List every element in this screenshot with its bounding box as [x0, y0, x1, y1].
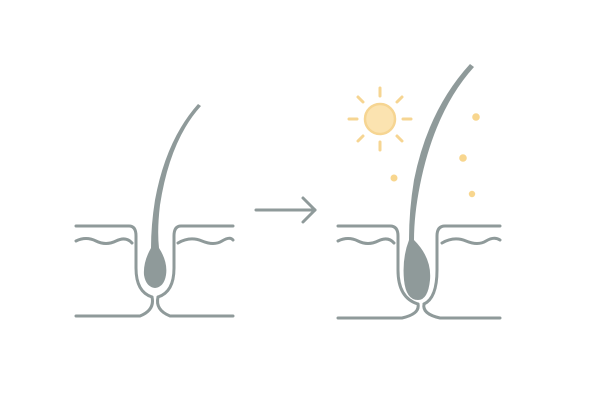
skin-surface-right: [422, 224, 502, 306]
after-hair-shaft: [403, 64, 474, 300]
sparkle-dot: [390, 174, 398, 182]
after-follicle: [336, 224, 502, 320]
before-hair-shaft: [143, 104, 201, 288]
follicle-base-left: [336, 302, 420, 320]
follicle-base-right: [422, 302, 502, 320]
wavy-layer-right: [176, 236, 235, 245]
wavy-layer-left: [74, 237, 134, 245]
follicle-base-right: [156, 295, 235, 318]
sun-icon: [347, 86, 413, 152]
follicle-base-left: [74, 295, 154, 318]
sparkle-dots: [390, 113, 480, 198]
skin-surface-right: [156, 224, 235, 299]
sparkle-dot: [459, 154, 467, 162]
skin-surface-left: [74, 224, 154, 299]
before-follicle: [74, 224, 235, 318]
wavy-layer-left: [336, 237, 396, 245]
sparkle-dot: [472, 113, 480, 121]
wavy-layer-right: [440, 236, 502, 245]
skin-surface-left: [336, 224, 420, 306]
sparkle-dot: [468, 190, 476, 198]
arrow-right-icon: [254, 196, 317, 224]
